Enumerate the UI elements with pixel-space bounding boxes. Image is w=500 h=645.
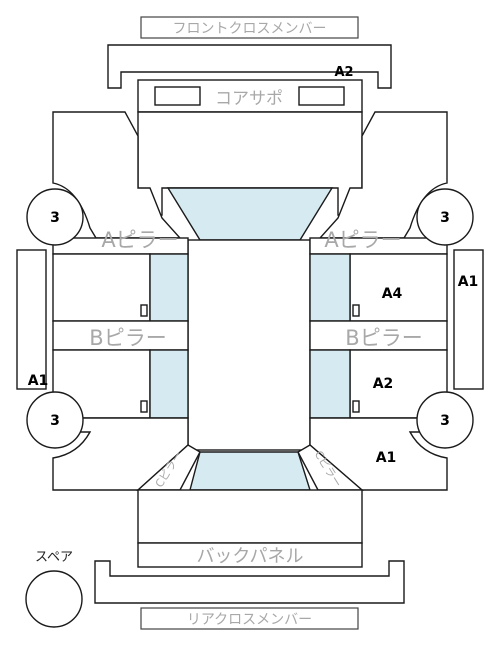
right-rear-door-grade: A2 xyxy=(373,376,394,392)
left-rear-door-handle xyxy=(140,400,148,413)
back-panel xyxy=(137,542,363,568)
right-side-panel-grade: A1 xyxy=(458,274,479,290)
trunk xyxy=(137,489,363,544)
front-cross-member xyxy=(107,44,392,89)
front-left-wheel-grade: 3 xyxy=(50,210,60,226)
right-rear-window xyxy=(309,349,351,419)
core-support-label: コアサポ xyxy=(215,89,283,109)
core-support-right-slot xyxy=(298,86,345,106)
rear-cross-member xyxy=(94,560,405,604)
rear-right-wheel-grade: 3 xyxy=(440,413,450,429)
cabin-roof xyxy=(187,239,311,451)
rear-window xyxy=(189,451,311,491)
right-front-door-handle xyxy=(352,304,360,317)
spare-tire xyxy=(25,570,83,628)
core-support-grade: A2 xyxy=(334,65,353,80)
core-support-left-slot xyxy=(154,86,201,106)
left-side-panel-grade: A1 xyxy=(28,373,49,389)
right-side-panel xyxy=(453,249,484,390)
left-front-door xyxy=(52,253,151,322)
spare-tire-label: スペア xyxy=(35,550,73,565)
front-right-wheel xyxy=(416,188,474,246)
b-pillar-left-label: Bピラー xyxy=(89,326,166,350)
left-side-panel xyxy=(16,249,47,390)
windshield xyxy=(166,187,334,241)
rear-right-wheel xyxy=(416,391,474,449)
right-front-fender xyxy=(318,111,448,239)
left-rear-window xyxy=(149,349,189,419)
left-front-fender xyxy=(52,111,182,239)
right-quarter-grade: A1 xyxy=(376,450,397,466)
front-cross-member-label: フロントクロスメンバー xyxy=(173,21,327,37)
rear-cross-member-label: リアクロスメンバー xyxy=(187,612,312,628)
left-front-door-handle xyxy=(140,304,148,317)
b-pillar-right-label: Bピラー xyxy=(345,326,422,350)
front-right-wheel-grade: 3 xyxy=(440,210,450,226)
rear-left-wheel-grade: 3 xyxy=(50,413,60,429)
left-front-window xyxy=(149,253,189,322)
front-left-wheel xyxy=(26,188,84,246)
right-front-door-grade: A4 xyxy=(382,286,403,302)
rear-cross-member-box xyxy=(140,607,359,630)
right-rear-door-handle xyxy=(352,400,360,413)
a-pillar-right-label: Aピラー xyxy=(324,228,401,252)
back-panel-label: バックパネル xyxy=(196,546,303,567)
a-pillar-left-label: Aピラー xyxy=(101,228,178,252)
right-front-window xyxy=(309,253,351,322)
rear-left-wheel xyxy=(26,391,84,449)
front-cross-member-box xyxy=(140,16,359,39)
